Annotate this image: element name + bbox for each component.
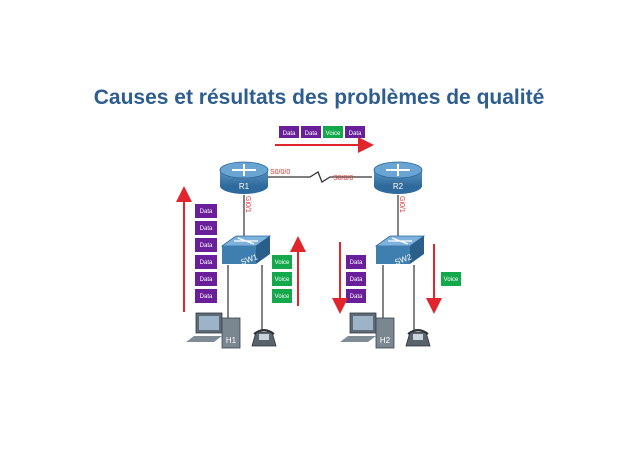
packet-data: Data: [195, 272, 217, 286]
host-h2: H2: [340, 312, 395, 349]
svg-text:Data: Data: [349, 131, 362, 137]
packet-data: Data: [195, 204, 217, 218]
svg-text:Data: Data: [283, 131, 296, 137]
packet-data: Data: [279, 126, 299, 138]
svg-text:R1: R1: [239, 182, 250, 191]
sw1-voice-stack: Voice Voice Voice: [272, 255, 292, 303]
svg-text:Voice: Voice: [275, 277, 290, 283]
svg-text:Voice: Voice: [326, 131, 341, 137]
packet-voice: Voice: [272, 289, 292, 303]
packet-voice: Voice: [272, 272, 292, 286]
packet-data: Data: [346, 255, 366, 269]
packet-data: Data: [345, 126, 365, 138]
router-r1: R1: [219, 161, 269, 194]
cables: [227, 195, 415, 330]
r1-serial-label: S0/0/0: [270, 169, 290, 176]
packet-voice: Voice: [323, 126, 343, 138]
svg-text:Data: Data: [200, 294, 213, 300]
packet-data: Data: [195, 289, 217, 303]
r1-data-stack: Data Data Data Data Data Data: [195, 204, 217, 303]
svg-text:Data: Data: [350, 294, 363, 300]
svg-text:Voice: Voice: [275, 294, 290, 300]
svg-text:Voice: Voice: [444, 277, 459, 283]
svg-text:H2: H2: [380, 336, 391, 345]
switch-sw1: SW1: [220, 235, 272, 267]
sw2-voice-stack: Voice: [441, 272, 461, 286]
packet-data: Data: [195, 255, 217, 269]
svg-text:Data: Data: [350, 260, 363, 266]
sw2-data-stack: Data Data Data: [346, 255, 366, 303]
router-r2: R2: [373, 161, 423, 194]
svg-text:Data: Data: [200, 243, 213, 249]
r2-serial-label: S0/0/0: [333, 175, 353, 182]
router-arrows-icon: [232, 164, 256, 176]
top-packet-row: Data Data Voice Data: [279, 126, 365, 138]
r2-gi-label: Gi0/1: [398, 196, 405, 213]
switch-arrows-icon: [234, 237, 258, 245]
r1-gi-label: Gi0/1: [244, 196, 251, 213]
serial-link: [268, 171, 372, 183]
ip-phone-icon: [405, 329, 431, 347]
packet-data: Data: [346, 272, 366, 286]
svg-text:Data: Data: [200, 226, 213, 232]
packet-voice: Voice: [441, 272, 461, 286]
host-h1: H1: [186, 312, 241, 349]
slide-title: Causes et résultats des problèmes de qua…: [93, 86, 545, 109]
svg-text:R2: R2: [393, 182, 404, 191]
switch-sw2: SW2: [374, 235, 426, 267]
svg-text:H1: H1: [226, 336, 237, 345]
svg-text:Data: Data: [200, 277, 213, 283]
svg-text:Data: Data: [305, 131, 318, 137]
ip-phone-icon: [251, 329, 277, 347]
svg-text:Voice: Voice: [275, 260, 290, 266]
svg-text:Data: Data: [350, 277, 363, 283]
switch-arrows-icon: [388, 237, 412, 245]
svg-text:Data: Data: [200, 260, 213, 266]
svg-text:Data: Data: [200, 209, 213, 215]
router-arrows-icon: [386, 164, 410, 176]
packet-data: Data: [301, 126, 321, 138]
packet-data: Data: [346, 289, 366, 303]
packet-voice: Voice: [272, 255, 292, 269]
packet-data: Data: [195, 221, 217, 235]
packet-data: Data: [195, 238, 217, 252]
